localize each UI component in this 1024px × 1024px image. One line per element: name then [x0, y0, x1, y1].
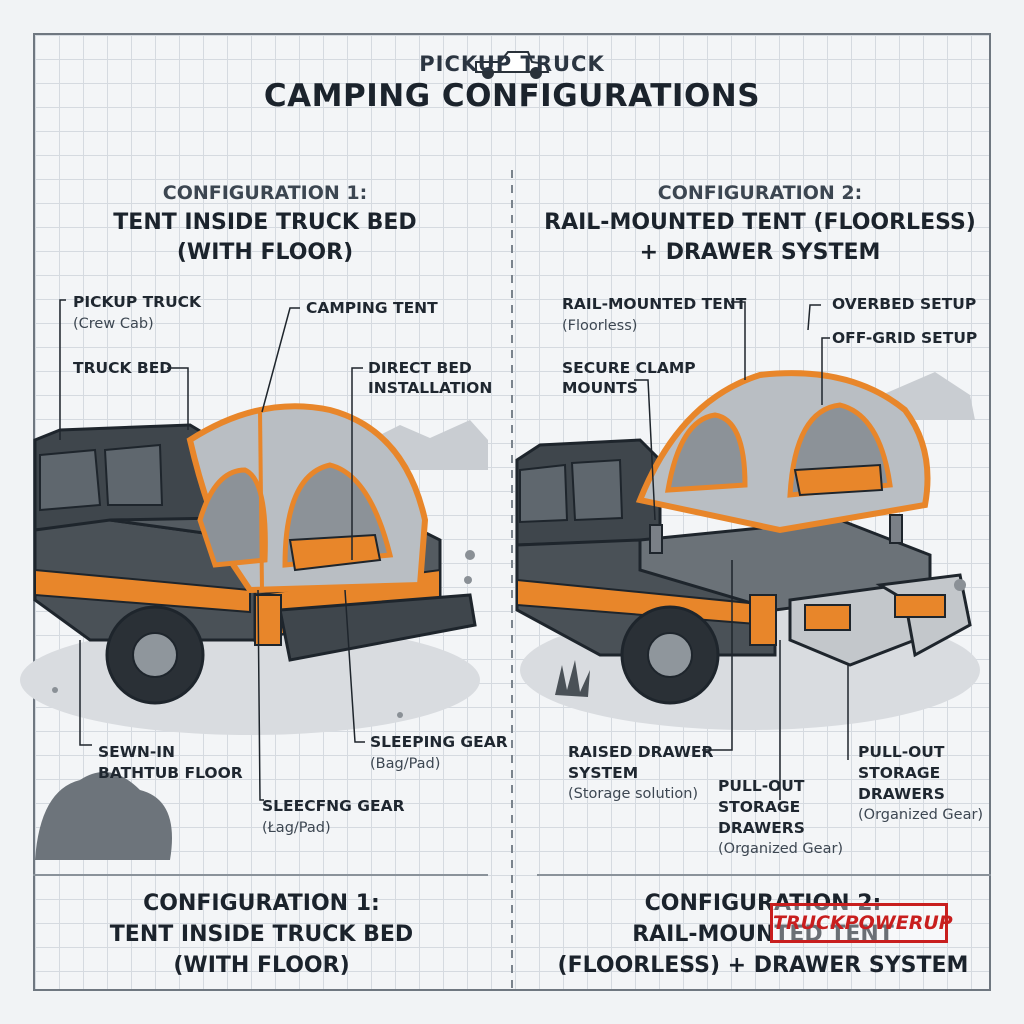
- watermark-logo: TRUCKPOWERUP: [770, 903, 953, 943]
- truck-window-right-2: [570, 458, 624, 522]
- footer-right-line3: (FLOORLESS) + DRAWER SYSTEM: [557, 953, 969, 978]
- label-pullout-a-2: STORAGE: [718, 798, 801, 816]
- tent-door-right: [664, 412, 748, 493]
- truck-stripe-left: [34, 568, 251, 614]
- label-raised-drawer-1: RAISED DRAWER: [568, 743, 714, 761]
- label-offgrid-setup: OFF-GRID SETUP: [832, 329, 978, 347]
- label-pullout-b-3: DRAWERS: [858, 785, 945, 803]
- label-overbed-setup: OVERBED SETUP: [832, 295, 977, 313]
- label-pullout-b-1: PULL-OUT: [858, 743, 945, 761]
- label-pickup-truck: PICKUP TRUCK: [73, 293, 202, 311]
- label-pullout-b-sub: (Organized Gear): [858, 807, 984, 823]
- label-sleeping-gear-sub: (Bag/Pad): [370, 756, 441, 772]
- truck-window-left-1: [39, 448, 102, 512]
- label-pullout-a-3: DRAWERS: [718, 819, 805, 837]
- footer-left-line1: CONFIGURATION 1:: [143, 891, 380, 916]
- tent-door-left: [197, 467, 268, 568]
- pebble: [464, 576, 472, 584]
- label-pullout-a-1: PULL-OUT: [718, 777, 805, 795]
- config2-scene: [515, 370, 980, 730]
- footer-left-line3: (WITH FLOOR): [173, 953, 350, 978]
- label-raised-drawer-2: SYSTEM: [568, 764, 639, 782]
- label-pullout-a-sub: (Organized Gear): [718, 841, 844, 857]
- label-sewn-in-2: BATHTUB FLOOR: [98, 764, 243, 782]
- label-direct-bed-2: INSTALLATION: [368, 379, 493, 397]
- config1-scene: [20, 403, 488, 860]
- bush-icon: [35, 772, 172, 860]
- sleeping-bag-left: [288, 533, 382, 572]
- label-sleeping-gear-dup: SLEECFNG GEAR: [262, 797, 405, 815]
- label-pullout-b-2: STORAGE: [858, 764, 941, 782]
- taillight-right: [749, 594, 777, 646]
- config2-name-line2: + DRAWER SYSTEM: [639, 240, 881, 265]
- pebble: [52, 687, 58, 693]
- label-clamp-2: MOUNTS: [562, 379, 638, 397]
- config2-leader-lines: [634, 301, 849, 800]
- config1-name-line2: (WITH FLOOR): [176, 240, 354, 265]
- config1-leader-lines: [59, 299, 365, 801]
- drawer-gear: [894, 594, 946, 618]
- clamp-mount: [889, 514, 903, 544]
- label-rail-tent: RAIL-MOUNTED TENT: [562, 295, 747, 313]
- header-title-small: PICKUP TRUCK: [419, 52, 605, 76]
- label-raised-drawer-sub: (Storage solution): [568, 786, 699, 802]
- taillight-left: [254, 594, 282, 646]
- hubcap-left: [132, 632, 178, 678]
- header-title-large: CAMPING CONFIGURATIONS: [263, 78, 761, 114]
- hubcap-right: [647, 632, 693, 678]
- drawer-gear: [804, 604, 851, 631]
- footer-left-line2: TENT INSIDE TRUCK BED: [109, 922, 414, 947]
- label-sewn-in-1: SEWN-IN: [98, 743, 175, 761]
- config2-name-line1: RAIL-MOUNTED TENT (FLOORLESS): [544, 210, 976, 235]
- pebble: [954, 579, 966, 591]
- config1-name-line1: TENT INSIDE TRUCK BED: [113, 210, 417, 235]
- tent-pole-left: [258, 409, 264, 591]
- label-sleeping-gear: SLEEPING GEAR: [370, 733, 508, 751]
- tailgate-left: [278, 593, 477, 662]
- sleeping-bag-right: [793, 463, 884, 497]
- label-sleeping-gear-dup-sub: (Łag/Pad): [262, 820, 331, 836]
- label-camping-tent: CAMPING TENT: [306, 299, 438, 317]
- config2-kicker: CONFIGURATION 2:: [657, 182, 863, 204]
- label-pickup-truck-sub: (Crew Cab): [73, 316, 154, 332]
- config1-kicker: CONFIGURATION 1:: [162, 182, 368, 204]
- pebble: [397, 712, 403, 718]
- pickup-truck-icon: [475, 51, 550, 79]
- truck-window-left-2: [103, 443, 164, 506]
- label-clamp-1: SECURE CLAMP: [562, 359, 696, 377]
- truck-window-right-1: [519, 463, 569, 524]
- pebble: [465, 550, 475, 560]
- label-rail-tent-sub: (Floorless): [562, 318, 638, 334]
- clamp-mount: [649, 524, 663, 554]
- grass-tuft: [555, 660, 590, 697]
- label-truck-bed: TRUCK BED: [73, 359, 173, 377]
- label-direct-bed-1: DIRECT BED: [368, 359, 472, 377]
